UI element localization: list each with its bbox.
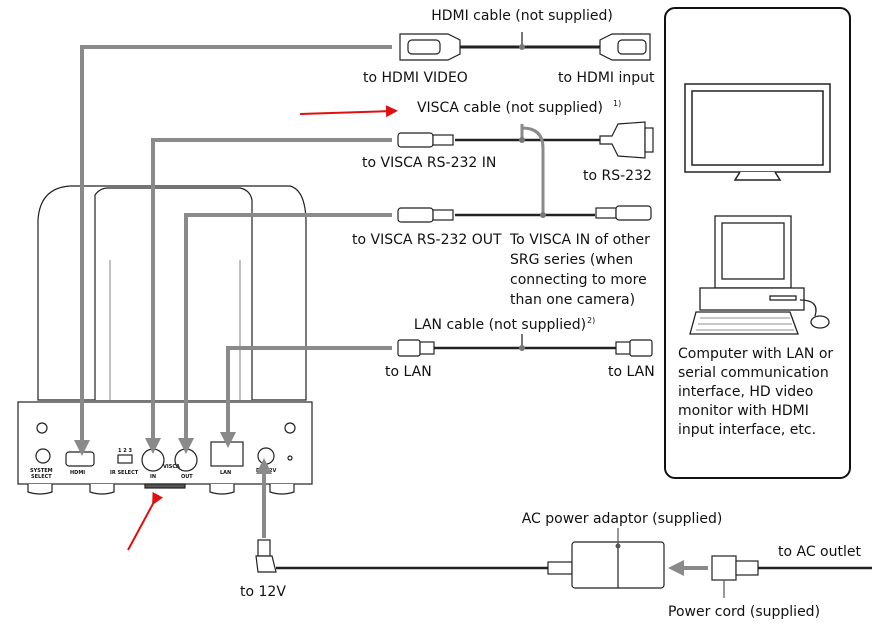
hdmi-cable <box>399 32 651 61</box>
lan-cable-title: LAN cable (not supplied) <box>414 317 586 333</box>
svg-text:interface, HD video: interface, HD video <box>678 384 813 400</box>
dc-12v-label: to 12V <box>240 584 286 600</box>
hdmi-arrow <box>74 45 392 456</box>
svg-text:input interface, etc.: input interface, etc. <box>678 422 816 438</box>
rs232-label: to RS-232 <box>583 168 652 184</box>
visca-out-arrow <box>178 213 392 454</box>
highlight-arrow-visca <box>299 105 398 118</box>
ir-select-switch <box>117 454 133 464</box>
hdmi-cable-title: HDMI cable (not supplied) <box>431 8 613 24</box>
hdmi-right-label: to HDMI input <box>558 70 655 86</box>
label-select: SELECT <box>31 474 52 480</box>
lan-left-label: to LAN <box>385 364 432 380</box>
label-hdmi: HDMI <box>70 470 85 476</box>
adaptor-plug <box>547 561 573 575</box>
connection-arrows <box>74 45 708 576</box>
svg-text:connecting to more: connecting to more <box>510 272 647 288</box>
label-lan: LAN <box>220 470 231 476</box>
power-cord-plug <box>711 555 737 581</box>
lan-arrow <box>220 346 392 448</box>
label-system: SYSTEM <box>30 468 53 474</box>
lan-port <box>210 441 244 467</box>
label-visca: VISCA <box>163 464 180 470</box>
label-out: OUT <box>181 474 193 480</box>
devices-box <box>664 7 851 479</box>
dc-in-port <box>257 447 275 465</box>
lan-cable <box>397 334 653 357</box>
label-in: IN <box>150 474 156 480</box>
visca-in-label: to VISCA RS-232 IN <box>362 155 496 171</box>
lan-footnote: 2) <box>587 316 595 325</box>
svg-text:SRG series (when: SRG series (when <box>510 252 633 268</box>
hd-monitor <box>684 83 831 181</box>
camera <box>17 185 313 495</box>
visca-footnote: 1) <box>613 99 621 108</box>
visca-cable <box>397 121 654 223</box>
svg-text:To VISCA IN of other: To VISCA IN of other <box>509 232 650 248</box>
lan-right-label: to LAN <box>608 364 655 380</box>
label-ir-numbers: 1 2 3 <box>118 448 132 454</box>
label-ir-select: IR SELECT <box>110 470 139 476</box>
devices-description: Computer with LAN or serial communicatio… <box>678 346 833 438</box>
visca-in-port <box>141 448 165 472</box>
hdmi-port <box>65 451 95 467</box>
highlight-arrow-panel <box>127 491 164 551</box>
visca-cable-title: VISCA cable (not supplied) <box>417 100 603 116</box>
power-cord-label: Power cord (supplied) <box>668 604 820 620</box>
ac-adaptor-label: AC power adaptor (supplied) <box>522 511 723 527</box>
visca-in-arrow <box>145 138 392 454</box>
svg-text:monitor with HDMI: monitor with HDMI <box>678 403 809 419</box>
svg-text:than one camera): than one camera) <box>510 292 635 308</box>
label-dc: DC 12V <box>256 468 277 474</box>
power-chain <box>255 528 872 598</box>
ac-outlet-label: to AC outlet <box>778 544 861 560</box>
system-select-knob <box>35 448 51 464</box>
svg-text:Computer with LAN or: Computer with LAN or <box>678 346 833 362</box>
hdmi-left-label: to HDMI VIDEO <box>363 70 468 86</box>
visca-other-note: To VISCA IN of other SRG series (when co… <box>509 232 650 308</box>
visca-out-label: to VISCA RS-232 OUT <box>352 232 502 248</box>
computer-icon <box>689 215 830 335</box>
svg-text:serial communication: serial communication <box>678 365 829 381</box>
